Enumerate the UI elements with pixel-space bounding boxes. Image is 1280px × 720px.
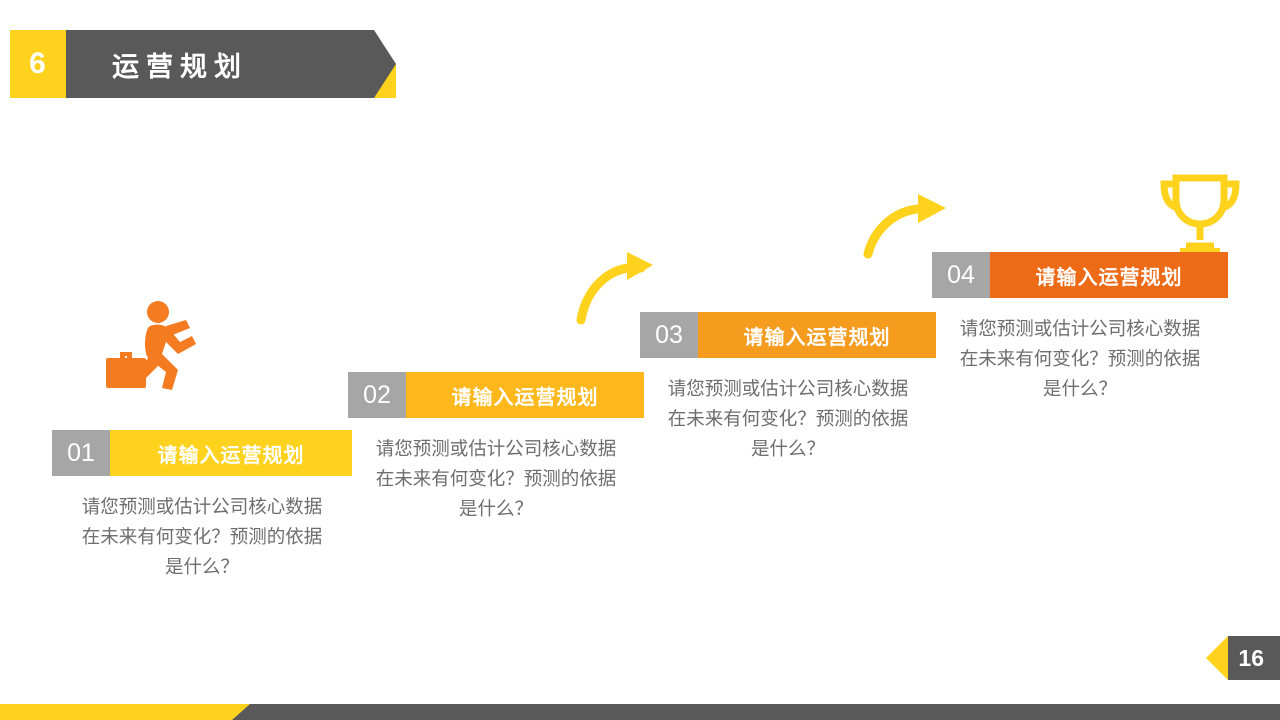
footer-accent-yellow — [0, 704, 250, 720]
slide-header: 6 运营规划 — [10, 30, 396, 98]
step-description-03: 请您预测或估计公司核心数据在未来有何变化？预测的依据是什么？ — [667, 378, 909, 459]
step-title-04: 请输入运营规划 — [990, 252, 1228, 298]
step-number-01: 01 — [52, 430, 110, 476]
page-title: 运营规划 — [112, 51, 248, 82]
step-number-03: 03 — [640, 312, 698, 358]
step-description-02: 请您预测或估计公司核心数据在未来有何变化？预测的依据是什么？ — [375, 438, 617, 519]
step-item-04[interactable]: 04 请输入运营规划 请您预测或估计公司核心数据在未来有何变化？预测的依据是什么… — [932, 252, 1228, 404]
step-label-03: 03 请输入运营规划 — [640, 312, 936, 358]
step-label-02: 02 请输入运营规划 — [348, 372, 644, 418]
step-description-04: 请您预测或估计公司核心数据在未来有何变化？预测的依据是什么？ — [959, 318, 1201, 399]
badge-arrow-icon — [1206, 636, 1229, 680]
step-title-03: 请输入运营规划 — [698, 312, 936, 358]
slide-footer — [0, 704, 1280, 720]
step-title-02: 请输入运营规划 — [406, 372, 644, 418]
step-item-02[interactable]: 02 请输入运营规划 请您预测或估计公司核心数据在未来有何变化？预测的依据是什么… — [348, 372, 644, 524]
curved-arrow-icon-1 — [575, 246, 675, 331]
step-label-04: 04 请输入运营规划 — [932, 252, 1228, 298]
section-title-bar: 运营规划 — [66, 30, 396, 98]
header-notch-bottom — [374, 64, 396, 98]
footer-accent-gray — [232, 704, 1280, 720]
step-title-01: 请输入运营规划 — [110, 430, 352, 476]
page-number: 16 — [1228, 636, 1280, 680]
step-number-04: 04 — [932, 252, 990, 298]
header-notch-top — [374, 30, 396, 64]
page-number-badge: 16 — [1206, 636, 1280, 680]
step-item-01[interactable]: 01 请输入运营规划 请您预测或估计公司核心数据在未来有何变化？预测的依据是什么… — [52, 430, 352, 582]
running-man-with-briefcase-icon — [100, 298, 220, 413]
step-description-01: 请您预测或估计公司核心数据在未来有何变化？预测的依据是什么？ — [81, 496, 323, 577]
section-number: 6 — [10, 30, 66, 98]
step-item-03[interactable]: 03 请输入运营规划 请您预测或估计公司核心数据在未来有何变化？预测的依据是什么… — [640, 312, 936, 464]
curved-arrow-icon-2 — [862, 192, 972, 277]
step-number-02: 02 — [348, 372, 406, 418]
step-label-01: 01 请输入运营规划 — [52, 430, 352, 476]
